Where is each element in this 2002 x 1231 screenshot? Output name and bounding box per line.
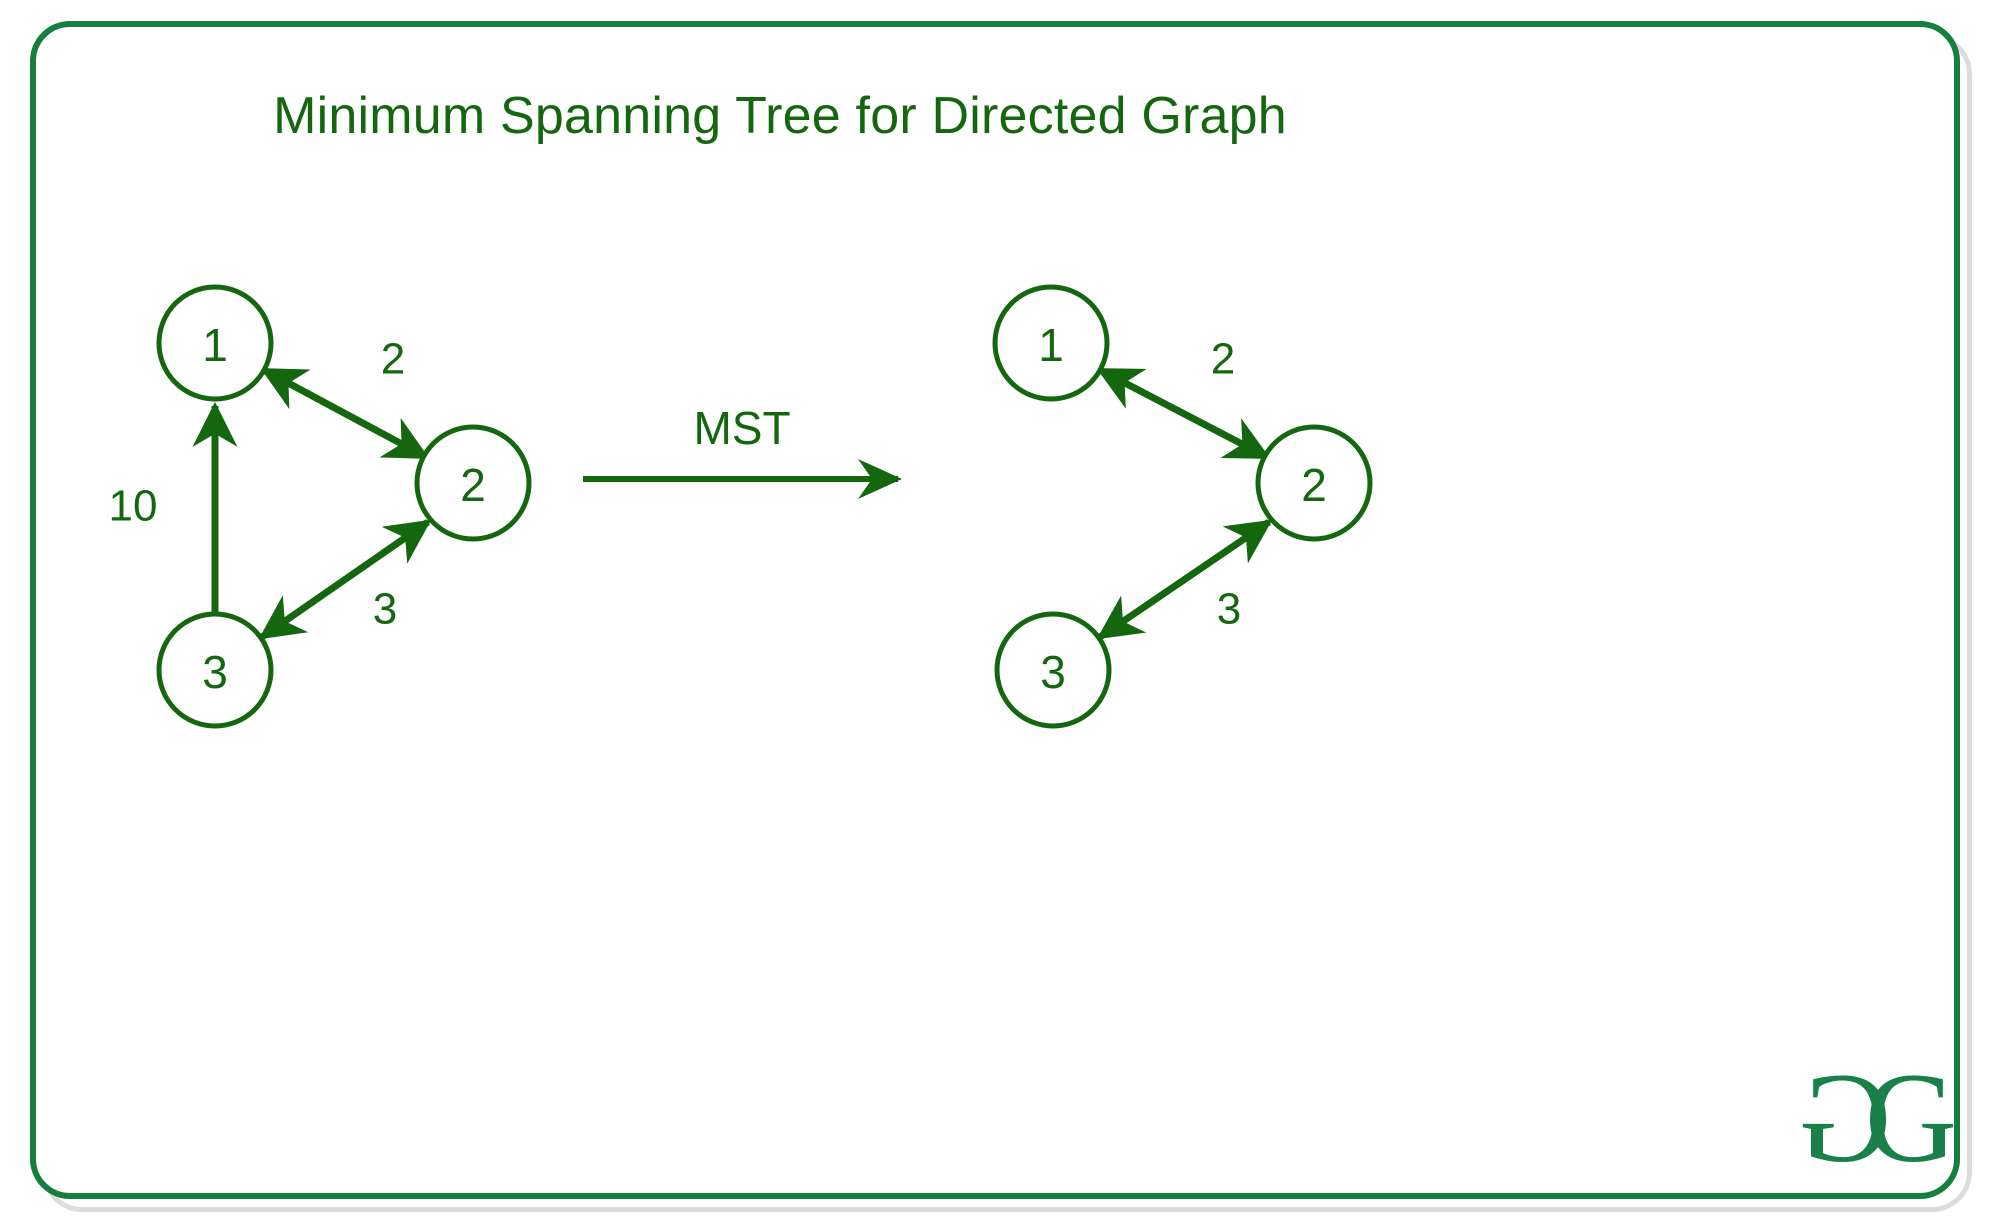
node-1-left[interactable]: 1 [156,284,274,402]
edge-weight-3-left: 3 [373,585,397,634]
edge-3-2 [258,519,432,640]
mst-graph: 2 3 1 2 3 [992,284,1373,729]
geeksforgeeks-logo-icon: G G [1799,1047,1957,1189]
node-2-right[interactable]: 2 [1255,424,1373,542]
edge-weight-2-left: 2 [381,335,405,384]
node-circle [156,284,274,402]
edge-weight-2-right: 2 [1211,335,1235,384]
node-label: 2 [1301,459,1327,511]
node-label: 1 [202,319,228,371]
node-circle [414,424,532,542]
edge-1-2-mst [1096,366,1271,461]
logo-mirrored-g: G [1799,1047,1891,1189]
edge-3-2-mst [1096,519,1273,640]
node-1-right[interactable]: 1 [992,284,1110,402]
edge-1-2 [260,366,430,461]
input-graph: 10 2 3 1 2 3 [109,284,532,729]
edge-weight-10: 10 [109,482,158,531]
mst-label: MST [693,402,790,454]
node-circle [992,284,1110,402]
node-label: 2 [460,459,486,511]
node-label: 3 [1040,646,1066,698]
node-circle [156,611,274,729]
node-label: 1 [1038,319,1064,371]
node-circle [1255,424,1373,542]
logo-g: G [1865,1047,1957,1189]
node-3-right[interactable]: 3 [994,611,1112,729]
node-3-left[interactable]: 3 [156,611,274,729]
mst-transform: MST [583,402,902,499]
node-2-left[interactable]: 2 [414,424,532,542]
edge-weight-3-right: 3 [1217,585,1241,634]
node-label: 3 [202,646,228,698]
page-title: Minimum Spanning Tree for Directed Graph [273,87,1287,145]
node-circle [994,611,1112,729]
